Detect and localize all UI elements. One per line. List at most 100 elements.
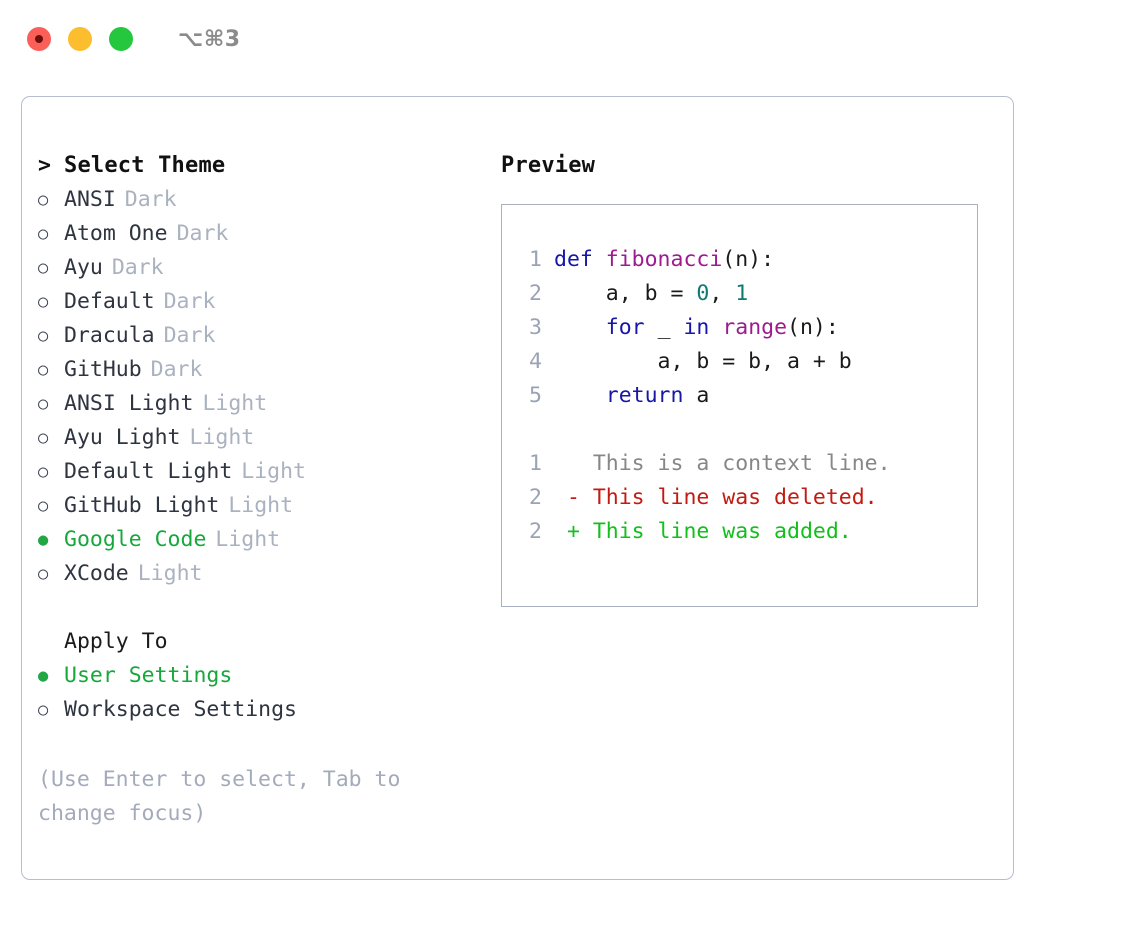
apply-to-options: ● User Settings ○ Workspace Settings xyxy=(38,659,488,727)
line-number: 2 xyxy=(529,281,542,306)
code-line: 2 a, b = 0, 1 xyxy=(514,277,891,311)
theme-item-xcode[interactable]: ○ XCode Light xyxy=(38,557,488,591)
diff-line-ctx: 1 This is a context line. xyxy=(514,447,891,481)
diff-line-add: 2 + This line was added. xyxy=(514,515,891,549)
theme-item-group: Dark xyxy=(163,323,216,348)
theme-item-group: Light xyxy=(241,459,307,484)
code-token: , xyxy=(709,281,736,306)
theme-item-label: GitHub xyxy=(64,357,142,382)
theme-item-label: Default xyxy=(64,289,155,314)
close-button-icon[interactable] xyxy=(27,27,51,51)
apply-to-option-workspace-settings[interactable]: ○ Workspace Settings xyxy=(38,693,488,727)
theme-item-google-code[interactable]: ● Google Code Light xyxy=(38,523,488,557)
code-token xyxy=(554,315,606,340)
radio-unselected-icon: ○ xyxy=(38,462,49,482)
theme-item-atom-one[interactable]: ○ Atom One Dark xyxy=(38,217,488,251)
select-theme-header: > Select Theme xyxy=(38,149,488,183)
radio-unselected-icon: ○ xyxy=(38,360,49,380)
radio-unselected-icon: ○ xyxy=(38,292,49,312)
theme-item-group: Light xyxy=(215,527,281,552)
diff-line-del: 2 - This line was deleted. xyxy=(514,481,891,515)
theme-item-default-light[interactable]: ○ Default Light Light xyxy=(38,455,488,489)
keyboard-hint-text: (Use Enter to select, Tab to change focu… xyxy=(38,767,401,826)
line-number: 1 xyxy=(529,451,542,476)
select-theme-title: Select Theme xyxy=(64,153,226,178)
apply-to-header: ○ Apply To xyxy=(38,625,488,659)
code-token: def xyxy=(554,247,606,272)
code-token: 0 xyxy=(696,281,710,306)
code-line: 4 a, b = b, a + b xyxy=(514,345,891,379)
theme-item-group: Light xyxy=(228,493,294,518)
minimize-button-icon[interactable] xyxy=(68,27,92,51)
radio-unselected-icon: ○ xyxy=(38,258,49,278)
theme-item-ayu[interactable]: ○ Ayu Dark xyxy=(38,251,488,285)
theme-item-default[interactable]: ○ Default Dark xyxy=(38,285,488,319)
radio-unselected-icon: ○ xyxy=(38,700,49,720)
theme-item-label: Atom One xyxy=(64,221,168,246)
maximize-button-icon[interactable] xyxy=(109,27,133,51)
radio-unselected-icon: ○ xyxy=(38,564,49,584)
diff-line-text: This is a context line. xyxy=(554,451,891,476)
code-token: (n): xyxy=(787,315,839,340)
theme-item-label: GitHub Light xyxy=(64,493,220,518)
keyboard-shortcut-label: ⌥⌘3 xyxy=(178,26,241,52)
theme-item-group: Dark xyxy=(176,221,229,246)
theme-item-label: ANSI xyxy=(64,187,116,212)
line-number: 3 xyxy=(529,315,542,340)
theme-item-group: Light xyxy=(202,391,268,416)
code-line: 3 for _ in range(n): xyxy=(514,311,891,345)
theme-item-ansi[interactable]: ○ ANSI Dark xyxy=(38,183,488,217)
radio-selected-icon: ● xyxy=(38,530,49,550)
radio-unselected-icon: ○ xyxy=(38,326,49,346)
code-line: 1 def fibonacci(n): xyxy=(514,243,891,277)
theme-item-group: Light xyxy=(137,561,203,586)
line-number: 5 xyxy=(529,383,542,408)
code-token xyxy=(709,315,722,340)
theme-item-label: Ayu Light xyxy=(64,425,181,450)
line-number: 2 xyxy=(529,485,542,510)
code-token: (n): xyxy=(722,247,775,272)
radio-selected-icon: ● xyxy=(38,666,49,686)
preview-title: Preview xyxy=(501,153,596,178)
theme-item-group: Dark xyxy=(124,187,177,212)
caret-icon: > xyxy=(38,153,51,178)
radio-unselected-icon: ○ xyxy=(38,428,49,448)
code-token: a, b = xyxy=(554,281,697,306)
theme-item-label: Google Code xyxy=(64,527,207,552)
theme-item-group: Dark xyxy=(111,255,164,280)
code-line: 5 return a xyxy=(514,379,891,413)
code-token: 1 xyxy=(735,281,749,306)
radio-unselected-icon: ○ xyxy=(38,224,49,244)
apply-to-option-label: User Settings xyxy=(64,663,233,688)
radio-unselected-icon: ○ xyxy=(38,394,49,414)
code-token: return xyxy=(605,383,684,408)
theme-item-label: Default Light xyxy=(64,459,233,484)
list-spacer xyxy=(38,591,488,625)
line-number: 1 xyxy=(529,247,542,272)
apply-to-option-user-settings[interactable]: ● User Settings xyxy=(38,659,488,693)
title-bar: ⌥⌘3 xyxy=(0,0,1140,78)
theme-item-label: XCode xyxy=(64,561,129,586)
apply-to-title: Apply To xyxy=(64,629,168,654)
preview-column: Preview xyxy=(501,149,1001,183)
theme-item-group: Dark xyxy=(163,289,216,314)
theme-item-label: Ayu xyxy=(64,255,103,280)
radio-unselected-icon: ○ xyxy=(38,190,49,210)
code-token: range xyxy=(722,315,788,340)
code-token: a, b = b, a + b xyxy=(554,349,852,374)
code-token: fibonacci xyxy=(605,247,723,272)
code-token: _ xyxy=(644,315,684,340)
apply-to-option-label: Workspace Settings xyxy=(64,697,297,722)
code-token xyxy=(554,383,606,408)
